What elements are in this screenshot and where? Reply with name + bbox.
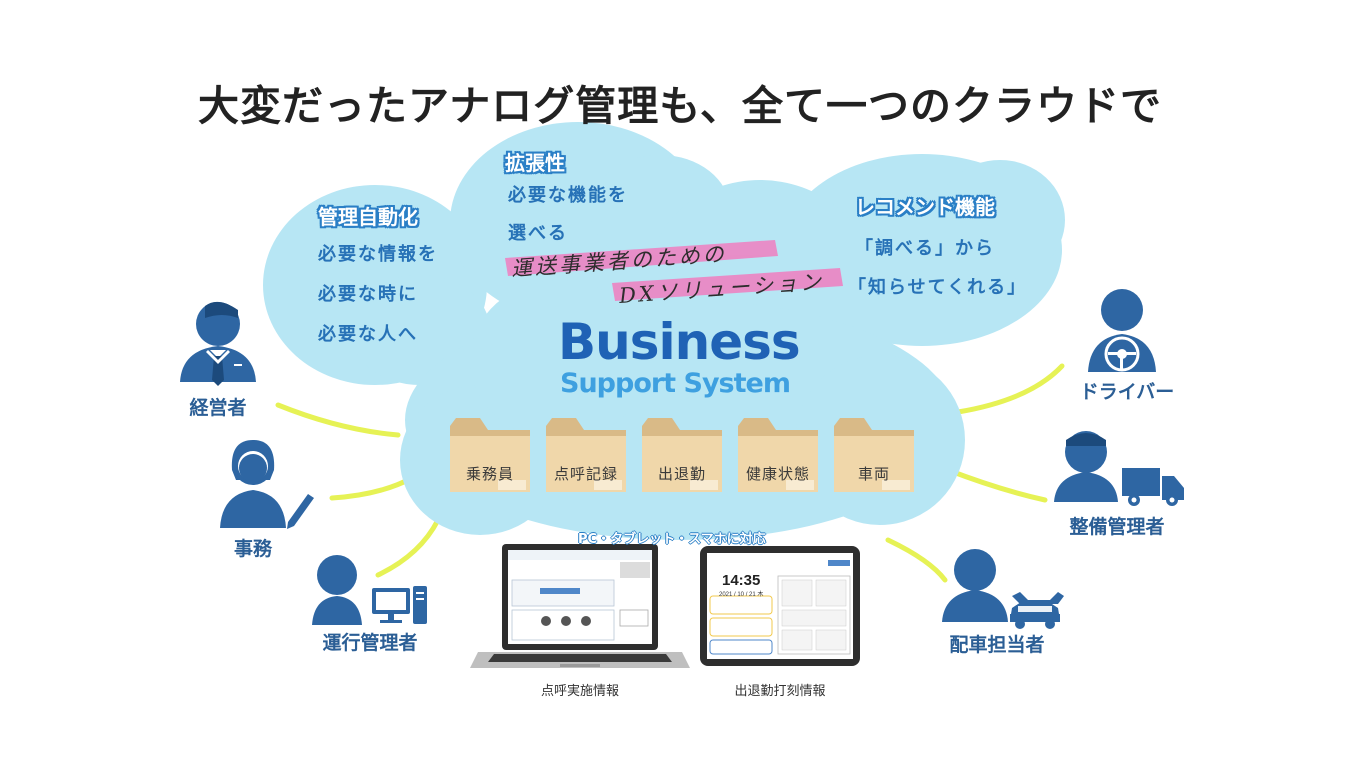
folder-icon [546,418,626,492]
executive-icon [180,301,256,386]
connector-office [329,475,415,501]
maintenance-manager-icon [1054,431,1184,506]
folder-label-attendance: 出退勤 [657,465,706,483]
person-label-driver: ドライバー [1079,381,1175,403]
connector-dispatch [885,537,948,583]
brand-logo-business: Business [558,313,801,371]
person-label-maintenance: 整備管理者 [1069,516,1165,538]
office-worker-icon [220,440,314,529]
person-label-executive: 経営者 [189,397,247,419]
feature-recommend-line: 「知らせてくれる」 [848,277,1028,298]
tablet-icon [700,546,860,666]
device-support-label: PC・タブレット・スマホに対応 [578,532,766,547]
folder-label-rollcall: 点呼記録 [553,465,618,483]
person-label-operation: 運行管理者 [322,632,418,654]
connector-driver [955,363,1065,415]
page-title: 大変だったアナログ管理も、全て一つのクラウドで [198,82,1162,130]
feature-automation-line: 必要な人へ [318,324,418,345]
feature-recommend-line: 「調べる」から [855,238,995,259]
connector-operation [375,517,441,578]
tablet-clock-time: 14:35 [722,572,761,589]
operation-manager-icon [312,555,427,625]
folder-icon [450,418,530,492]
folder-icon [834,418,914,492]
person-label-office: 事務 [233,538,272,560]
folder-icons [450,418,914,492]
folder-icon [738,418,818,492]
feature-extensibility-line: 選べる [508,223,568,244]
feature-recommend-heading: レコメンド機能 [855,195,995,219]
driver-icon [1088,289,1156,372]
brand-logo-support-system: Support System [560,368,791,399]
dispatcher-icon [942,549,1064,629]
feature-automation-line: 必要な時に [318,284,418,305]
folder-label-crew: 乗務員 [465,465,514,483]
connector-maintenance [945,467,1048,503]
connector-executive [275,402,401,438]
feature-extensibility-heading: 拡張性 [505,151,565,175]
slogan-highlight [505,240,843,301]
connector-lines [275,363,1065,583]
laptop-caption: 点呼実施情報 [540,684,619,699]
person-label-dispatch: 配車担当者 [949,634,1045,656]
feature-extensibility-line: 必要な機能を [508,185,628,206]
cloud-shapes [263,122,1065,540]
folder-icon [642,418,722,492]
tablet-caption: 出退勤打刻情報 [734,684,826,699]
folder-label-health: 健康状態 [745,465,810,483]
feature-automation-line: 必要な情報を [318,244,438,265]
laptop-icon [470,544,690,668]
feature-automation-heading: 管理自動化 [318,205,418,229]
folder-label-vehicle: 車両 [857,465,890,483]
tablet-clock-date: 2021 / 10 / 21 木 [719,592,764,598]
